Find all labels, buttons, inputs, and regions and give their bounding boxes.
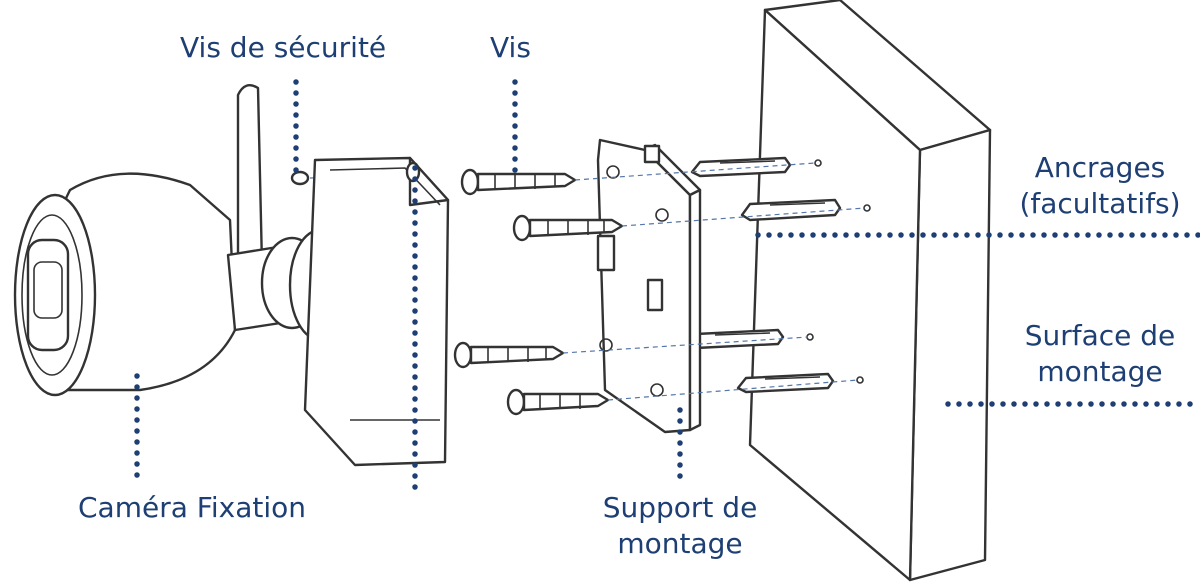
screw-2 [512,214,624,242]
anchor-1 [690,156,792,178]
label-mounting-surface-line1: Surface de [1024,319,1176,352]
screw-1 [460,168,577,196]
camera-illustration [13,84,450,467]
leader-lines [134,79,1200,495]
label-mounting-surface-line2: montage [1037,355,1163,388]
label-mounting-bracket-line2: montage [617,527,743,560]
screw-3 [453,341,565,369]
label-anchors-line1: Ancrages [1034,151,1166,184]
label-anchors-line2: (facultatifs) [1019,187,1181,220]
mounting-surface-illustration [748,0,992,582]
label-security-screw: Vis de sécurité [180,31,387,64]
label-mounting-bracket: Support de montage [580,490,780,562]
screw-4 [506,388,610,416]
label-mounting-surface: Surface de montage [1005,318,1195,390]
label-screws: Vis [490,31,531,64]
label-mounting-bracket-line1: Support de [602,491,758,524]
bracket-illustration [596,138,702,434]
screw-illustrations [453,168,624,416]
label-anchors: Ancrages (facultatifs) [1000,150,1200,222]
anchor-3 [686,328,785,350]
label-camera: Caméra Fixation [78,491,306,524]
